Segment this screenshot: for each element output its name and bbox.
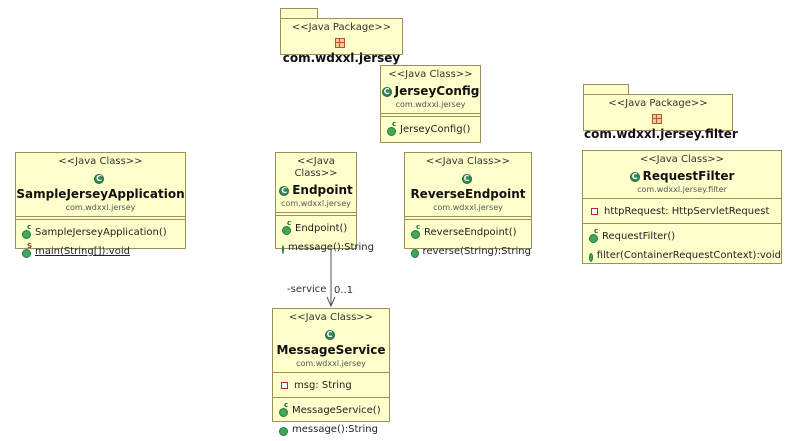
class-stereotype: <<Java Class>> [58, 156, 143, 167]
methods-section: c JerseyConfig() [381, 116, 480, 141]
fields-section: msg: String [273, 372, 389, 397]
constructor-icon: c [22, 223, 31, 239]
fields-section [276, 212, 356, 215]
association-role: -service [287, 284, 327, 295]
field-row[interactable]: httpRequest: HttpServletRequest [589, 202, 781, 221]
constructor-icon: c [589, 227, 598, 243]
class-package: com.wdxxl.jersey [65, 203, 136, 212]
method-row[interactable]: reverse(String):String [411, 242, 531, 261]
field-row[interactable]: msg: String [279, 376, 389, 395]
method-signature: ReverseEndpoint() [424, 227, 517, 238]
method-icon [589, 252, 593, 262]
class-package: com.wdxxl.jersey.filter [637, 185, 727, 194]
fields-section [405, 216, 531, 219]
method-row[interactable]: c SampleJerseyApplication() [22, 223, 185, 242]
class-name: RequestFilter [642, 169, 735, 183]
method-row[interactable]: c ReverseEndpoint() [411, 223, 531, 242]
method-signature: message():String [288, 242, 374, 253]
method-signature: RequestFilter() [602, 231, 676, 242]
method-signature: MessageService() [292, 405, 381, 416]
package-icon [335, 37, 345, 48]
package-stereotype: <<Java Package>> [608, 98, 708, 109]
method-row[interactable]: c MessageService() [279, 401, 389, 420]
package-tab [583, 84, 629, 95]
class-icon: C [324, 329, 335, 340]
static-method-icon: S [22, 242, 32, 258]
class-package: com.wdxxl.jersey [296, 359, 366, 368]
method-signature: SampleJerseyApplication() [35, 227, 167, 238]
class-title: C SampleJerseyApplication [16, 170, 185, 202]
method-row[interactable]: filter(ContainerRequestContext):void [589, 246, 781, 265]
methods-section: c Endpoint() message():String [276, 215, 374, 259]
class-package: com.wdxxl.jersey [433, 203, 503, 212]
class-name: Endpoint [292, 183, 353, 197]
class-message-service[interactable]: <<Java Class>> C MessageService com.wdxxl… [272, 308, 390, 436]
class-package: com.wdxxl.jersey [281, 199, 351, 208]
method-icon [282, 244, 284, 254]
package-icon [651, 113, 662, 124]
class-name: ReverseEndpoint [410, 187, 526, 201]
private-field-icon [591, 208, 598, 215]
class-icon: C [94, 173, 104, 184]
private-field-icon [281, 382, 288, 389]
constructor-icon: c [282, 219, 291, 235]
class-icon: C [279, 185, 290, 196]
fields-section [381, 113, 480, 116]
class-name: SampleJerseyApplication [16, 187, 185, 201]
class-reverse-endpoint[interactable]: <<Java Class>> C ReverseEndpoint com.wdxx… [404, 152, 532, 258]
package-name: com.wdxxl.jersey.filter [584, 127, 738, 141]
package-title: com.wdxxl.jersey.filter [584, 110, 738, 142]
package-stereotype: <<Java Package>> [291, 22, 392, 33]
class-title: C MessageService [273, 326, 389, 358]
method-row[interactable]: c JerseyConfig() [387, 120, 480, 139]
fields-section [16, 216, 185, 219]
package-title: com.wdxxl.jersey [281, 34, 402, 66]
constructor-icon: c [279, 401, 288, 417]
package-tab [280, 8, 318, 19]
method-signature: filter(ContainerRequestContext):void [596, 250, 781, 261]
method-signature: Endpoint() [295, 223, 348, 234]
methods-section: c ReverseEndpoint() reverse(String):Strin… [405, 219, 531, 263]
methods-section: c RequestFilter() filter(ContainerRequest… [583, 223, 781, 267]
method-signature: JerseyConfig() [400, 124, 471, 135]
package-jersey-filter[interactable]: <<Java Package>> com.wdxxl.jersey.filter [583, 94, 738, 141]
fields-section: httpRequest: HttpServletRequest [583, 198, 781, 223]
class-icon: C [461, 173, 472, 184]
method-icon [411, 248, 419, 258]
package-jersey[interactable]: <<Java Package>> com.wdxxl.jersey [280, 18, 403, 65]
class-package: com.wdxxl.jersey [395, 100, 466, 109]
method-row[interactable]: message():String [282, 238, 374, 257]
class-icon: C [381, 86, 392, 97]
field-signature: httpRequest: HttpServletRequest [604, 206, 770, 217]
method-icon [279, 426, 288, 436]
association-multiplicity: 0..1 [334, 285, 354, 296]
package-name: com.wdxxl.jersey [282, 51, 401, 65]
constructor-icon: c [411, 223, 420, 239]
class-stereotype: <<Java Class>> [288, 312, 374, 323]
method-row[interactable]: c Endpoint() [282, 219, 356, 238]
class-stereotype: <<Java Class>> [425, 156, 511, 167]
field-signature: msg: String [294, 380, 352, 391]
class-name: JerseyConfig [394, 84, 480, 98]
method-row[interactable]: c RequestFilter() [589, 227, 781, 246]
class-sample-jersey-application[interactable]: <<Java Class>> CSampleJerseyApplication … [15, 152, 186, 258]
constructor-icon: c [387, 120, 396, 136]
class-name: MessageService [276, 343, 386, 357]
method-signature: main(String[]):void [35, 246, 130, 257]
class-title: C ReverseEndpoint [405, 170, 531, 202]
class-stereotype: <<Java Class>> [639, 154, 725, 165]
class-stereotype: <<Java Class>> [388, 69, 473, 80]
method-signature: reverse(String):String [422, 246, 531, 257]
class-icon: C [629, 171, 640, 182]
class-stereotype: <<Java Class>> [294, 156, 338, 179]
